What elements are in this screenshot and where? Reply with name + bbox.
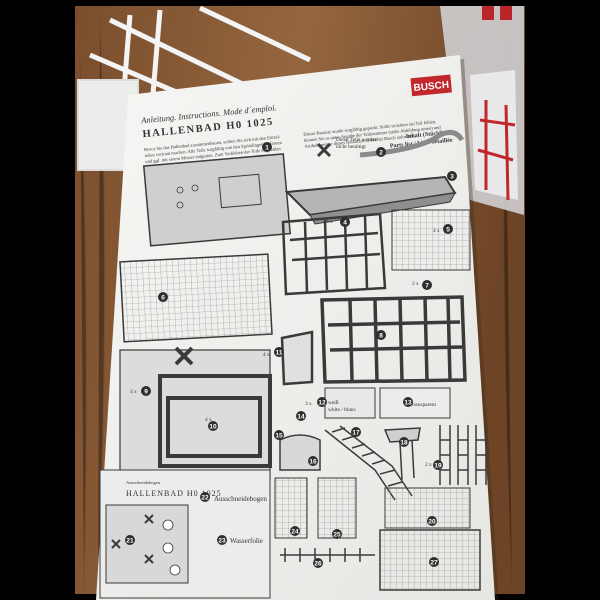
part-number-27: 27 xyxy=(430,559,438,566)
part-number-3: 3 xyxy=(450,173,454,180)
label-transparent: transparent xyxy=(412,402,436,408)
part-number-4: 4 xyxy=(343,219,347,226)
part-marker-21 xyxy=(125,535,135,545)
qty-part-10: 4 x xyxy=(205,417,212,423)
part-marker-1 xyxy=(262,142,272,152)
part-marker-4 xyxy=(340,217,350,227)
part-marker-12 xyxy=(317,397,327,407)
part-marker-13 xyxy=(403,397,413,407)
part-marker-6 xyxy=(158,292,168,302)
qty-part-5: 4 x xyxy=(433,228,440,234)
part-marker-3 xyxy=(447,171,457,181)
part-marker-5 xyxy=(443,224,453,234)
part-number-25: 25 xyxy=(333,531,341,538)
part-marker-11 xyxy=(274,347,284,357)
part-number-22: 22 xyxy=(201,494,209,501)
part-number-2: 2 xyxy=(379,149,383,156)
label-ausschneidebogen: Ausschneidebogen xyxy=(214,495,267,503)
part-number-19: 19 xyxy=(434,462,442,469)
part-marker-10 xyxy=(208,421,218,431)
bottom-title: HALLENBAD H0 1025 xyxy=(126,489,222,498)
part-marker-24 xyxy=(290,526,300,536)
plastic-parts-bag xyxy=(440,6,524,215)
part-marker-26 xyxy=(313,558,323,568)
part-number-7: 7 xyxy=(425,282,429,289)
part-6-sprue xyxy=(119,253,273,343)
part-8-large-railing xyxy=(320,295,467,384)
part-number-9: 9 xyxy=(144,388,148,395)
part-marker-25 xyxy=(332,529,342,539)
part-number-8: 8 xyxy=(379,332,383,339)
contents-title: Inhalt (Stückliste) xyxy=(405,129,452,140)
part-9-sprue xyxy=(119,349,271,481)
part-marker-27 xyxy=(429,557,439,567)
part-marker-7 xyxy=(422,280,432,290)
part-5-window-sprue xyxy=(391,209,471,271)
part-number-23: 23 xyxy=(218,537,226,544)
part-number-18: 18 xyxy=(400,439,408,446)
part-marker-17 xyxy=(351,427,361,437)
part-17-stairs xyxy=(324,425,413,501)
qty-part-7: 2 x xyxy=(412,281,419,287)
part-number-11: 11 xyxy=(276,349,283,356)
part-marker-19 xyxy=(433,460,443,470)
part-13-transparent-panel xyxy=(379,387,451,419)
part-4-railing-frame xyxy=(281,212,387,296)
qty-part-4: 4 x xyxy=(326,219,333,225)
unused-parts-x-mark xyxy=(316,142,332,158)
bottom-header-small: Ausschneidebogen xyxy=(126,480,161,485)
part-10-window-frame xyxy=(158,374,272,468)
parts-drawings xyxy=(99,129,487,599)
part-number-17: 17 xyxy=(352,429,360,436)
part-marker-8 xyxy=(376,330,386,340)
part-marker-9 xyxy=(141,386,151,396)
busch-logo xyxy=(410,74,452,97)
note-unused-line-1: Diese Teile werden xyxy=(336,137,378,143)
part-marker-14 xyxy=(296,411,306,421)
label-wasserfolie: Wasserfolie xyxy=(230,537,263,545)
unused-parts-x-mark-2 xyxy=(174,346,194,366)
label-white-blanc: white / blanc xyxy=(328,407,356,413)
part-number-20: 20 xyxy=(428,518,436,525)
part-marker-16 xyxy=(308,456,318,466)
part-number-6: 6 xyxy=(161,294,165,301)
part-marker-2 xyxy=(376,147,386,157)
part-11-cabinet xyxy=(280,330,314,386)
part-12-white-panel xyxy=(324,387,376,419)
cutout-x-marks xyxy=(111,514,154,564)
part-number-14: 14 xyxy=(297,413,305,420)
part-2-pipe xyxy=(359,129,465,158)
part-1-sprue xyxy=(142,153,292,247)
part-number-10: 10 xyxy=(209,423,217,430)
part-number-26: 26 xyxy=(314,560,322,567)
part-number-12: 12 xyxy=(318,399,326,406)
part-number-21: 21 xyxy=(126,537,134,544)
part-19-ladders xyxy=(439,425,487,485)
label-weiss: weiß xyxy=(328,399,339,406)
qty-part-19: 2 x xyxy=(425,462,432,468)
qty-part-12: 3 x xyxy=(305,401,312,407)
part-marker-15 xyxy=(274,430,284,440)
part-18-platform xyxy=(383,427,421,481)
part-number-1: 1 xyxy=(265,144,269,151)
part-number-16: 16 xyxy=(309,458,317,465)
part-number-15: 15 xyxy=(275,432,283,439)
part-marker-23 xyxy=(217,535,227,545)
part-number-5: 5 xyxy=(446,226,450,233)
part-marker-22 xyxy=(200,492,210,502)
part-number-13: 13 xyxy=(404,399,412,406)
note-unused-line-2: nicht benötigt xyxy=(336,144,366,150)
busch-logo-text: BUSCH xyxy=(413,80,449,94)
part-marker-18 xyxy=(399,437,409,447)
part-marker-20 xyxy=(427,516,437,526)
part-26-strip xyxy=(280,548,375,562)
part-number-24: 24 xyxy=(291,528,299,535)
part-25-sprue xyxy=(317,477,357,539)
qty-part-9: 4 x xyxy=(130,389,137,395)
qty-part-11: 4 x xyxy=(263,352,270,358)
